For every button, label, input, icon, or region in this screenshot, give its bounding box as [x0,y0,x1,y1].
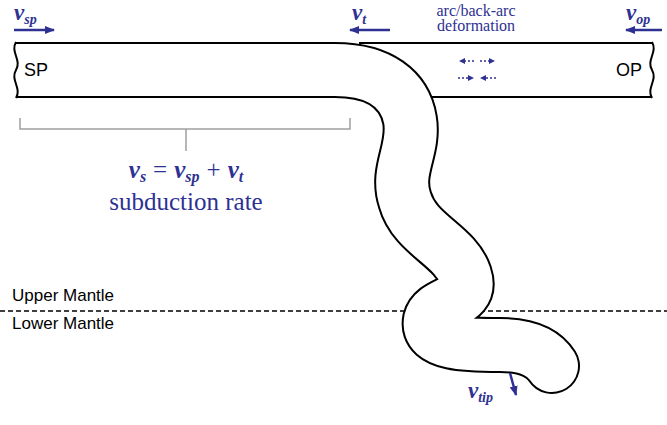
velocity-label: vsp [14,0,37,28]
deformation-symbol [458,58,496,81]
velocity-subscript: tip [478,390,493,405]
velocity-subscript: t [362,12,366,27]
plate-name: OP [616,60,642,80]
deformation-label: arc/back-arc deformation [426,3,526,33]
plate-break-left-line [14,42,17,98]
velocity-arrow [626,29,662,32]
slab-fill [0,70,552,366]
plate-break-right [650,36,667,104]
bracket [20,118,350,151]
plate-break-right-line [650,42,653,98]
mantle-label: Lower Mantle [12,314,114,333]
equation-operator: = [146,156,174,183]
velocity-symbol: v [468,378,478,403]
velocity-subscript: t [239,168,243,185]
velocity-subscript: s [140,168,146,185]
velocity-arrow [510,373,516,395]
velocity-arrow [350,29,390,32]
velocity-subscript: sp [185,168,199,185]
rate-label: subduction rate [109,188,262,215]
equation-operator: + [200,156,228,183]
mantle-label: Upper Mantle [12,286,114,306]
plate-label: SP [22,59,50,82]
velocity-symbol: v [352,0,362,25]
velocity-symbol: v [228,156,239,183]
velocity-symbol: v [14,0,24,25]
velocity-symbol: v [626,0,636,25]
rate-caption: subduction rate [109,188,262,216]
velocity-label: vtip [468,378,493,406]
mantle-label: Lower Mantle [12,314,114,334]
deformation-note: arc/back-arc deformation [426,3,526,33]
rate-equation: vs=vsp+vt [129,156,243,186]
plate-label: OP [614,59,644,82]
velocity-arrow [14,29,54,32]
velocity-subscript: sp [24,12,36,27]
plate-break-left [0,36,18,104]
plate-name: SP [24,60,48,80]
mantle-label: Upper Mantle [12,286,114,305]
velocity-subscript: op [636,12,650,27]
velocity-symbol: v [129,156,140,183]
velocity-label: vop [626,0,650,28]
mantle-boundary [0,310,667,312]
velocity-symbol: v [174,156,185,183]
velocity-label: vt [352,0,366,28]
slab-outline [0,70,552,366]
